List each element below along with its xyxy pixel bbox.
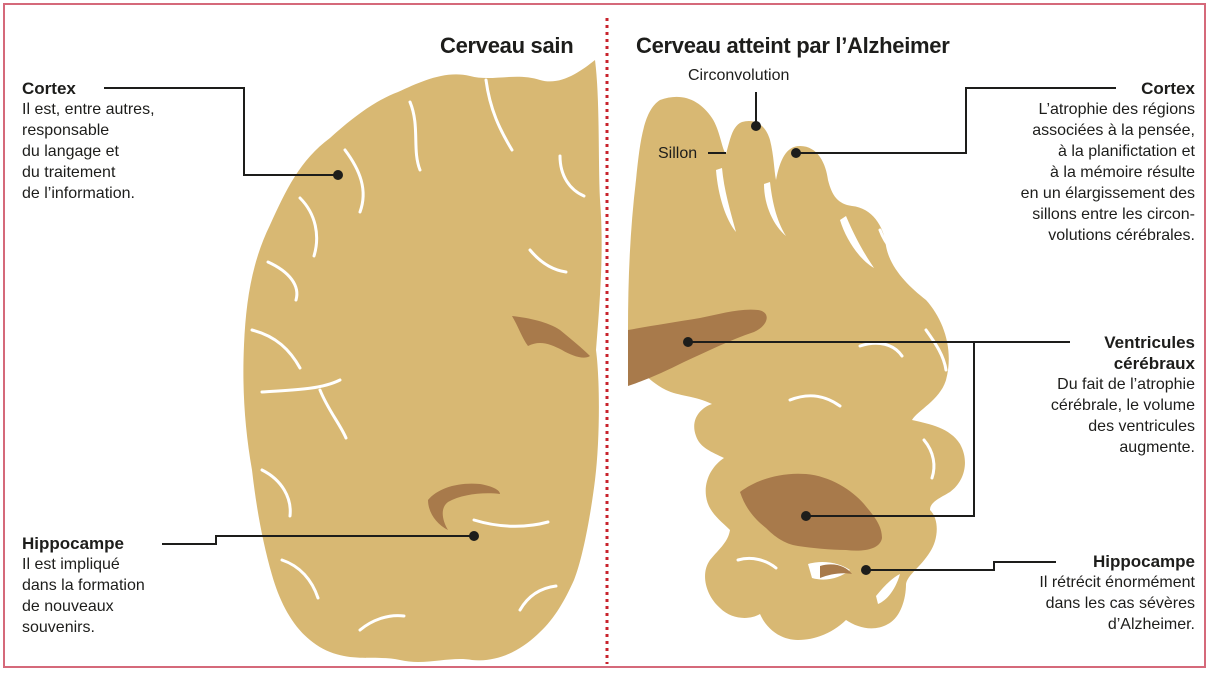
label-healthy-hippocampus: Hippocampe Il est impliqué dans la forma… bbox=[22, 533, 145, 638]
heading-alzheimer: Cerveau atteint par l’Alzheimer bbox=[636, 33, 949, 59]
heading-healthy: Cerveau sain bbox=[440, 33, 573, 59]
label-text: Il est, entre autres, responsable du lan… bbox=[22, 99, 155, 204]
label-title: Cortex bbox=[1021, 78, 1195, 99]
label-title: Cortex bbox=[22, 78, 155, 99]
label-alz-ventricles: Ventricules cérébraux Du fait de l’atrop… bbox=[1051, 332, 1195, 458]
label-text: Du fait de l’atrophie cérébrale, le volu… bbox=[1051, 374, 1195, 458]
label-alz-hippocampus: Hippocampe Il rétrécit énormément dans l… bbox=[1039, 551, 1195, 635]
alzheimer-brain bbox=[628, 97, 965, 640]
label-title: Hippocampe bbox=[22, 533, 145, 554]
label-healthy-cortex: Cortex Il est, entre autres, responsable… bbox=[22, 78, 155, 204]
label-sillon: Sillon bbox=[658, 144, 697, 164]
label-title: Hippocampe bbox=[1039, 551, 1195, 572]
label-alz-cortex: Cortex L’atrophie des régions associées … bbox=[1021, 78, 1195, 246]
label-text: Il est impliqué dans la formation de nou… bbox=[22, 554, 145, 638]
label-text: Il rétrécit énormément dans les cas sévè… bbox=[1039, 572, 1195, 635]
label-circonvolution: Circonvolution bbox=[688, 66, 789, 86]
label-text: L’atrophie des régions associées à la pe… bbox=[1021, 99, 1195, 246]
label-title: Ventricules cérébraux bbox=[1051, 332, 1195, 374]
